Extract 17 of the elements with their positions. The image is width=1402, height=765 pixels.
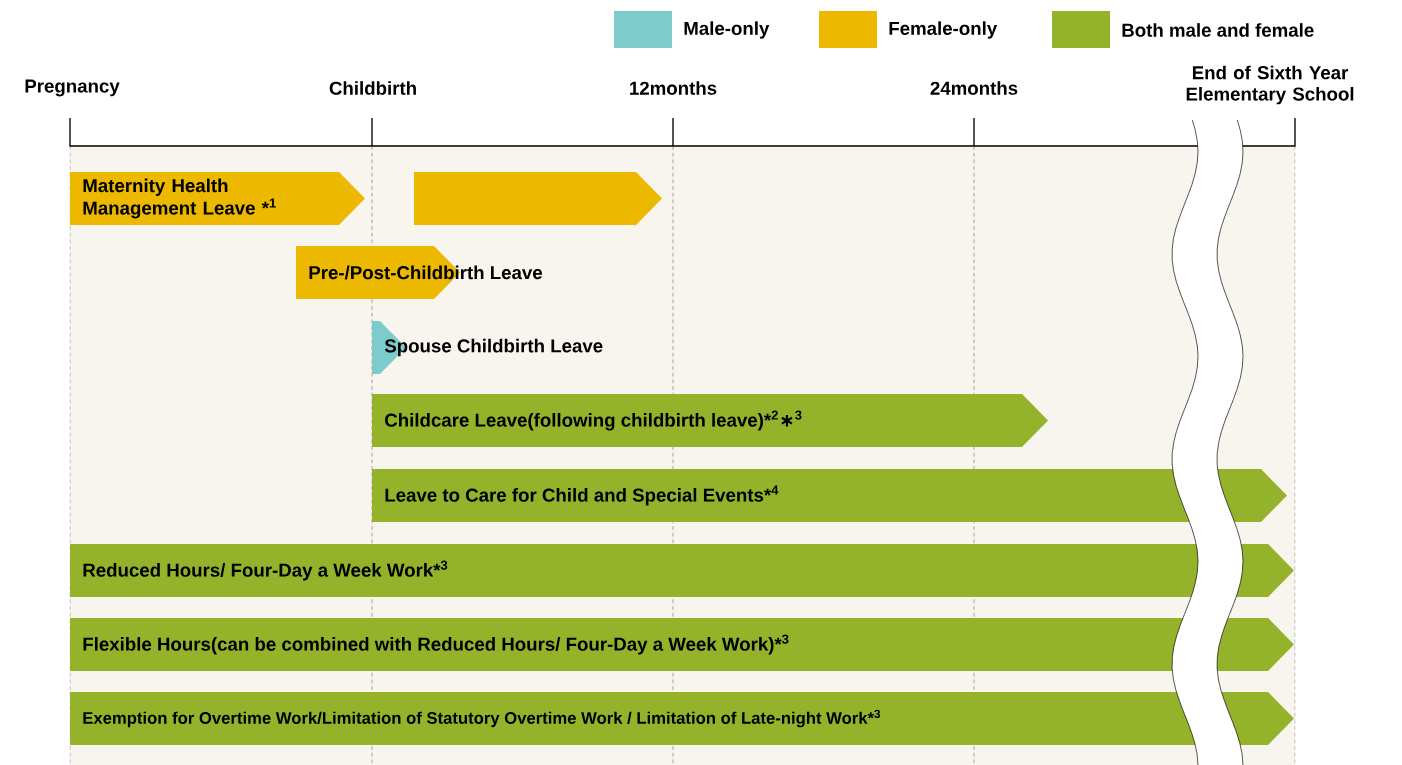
period-bar: Spouse Childbirth Leave: [372, 321, 603, 374]
period-bar: Reduced Hours/ Four-Day a Week Work*$^{3}$: [70, 544, 1294, 597]
period-bar: Maternity Health Management Leave *$^{1}$: [70, 172, 365, 225]
axis-label: 12months: [630, 81, 717, 95]
period-bar: Leave to Care for Child and Special Events*$^{4}$: [372, 469, 1287, 522]
legend-label: Both male and female: [1122, 23, 1314, 37]
period-bar: Childcare Leave(following childbirth leave)*$^{2}$∗$^{3}$: [372, 394, 1048, 447]
period-bar: [414, 172, 662, 225]
axis-label: Pregnancy: [25, 79, 120, 97]
node-label: Spouse Childbirth Leave: [384, 338, 603, 357]
period-bar: Exemption for Overtime Work/Limitation of Statutory Overtime Work / Limitation of Late-night Work*$^{3}$: [70, 692, 1294, 745]
axis-label: End of Sixth Year Elementary School: [1186, 65, 1354, 105]
legend-label: Male-only: [684, 21, 770, 39]
period-bar: Flexible Hours(can be combined with Reduced Hours/ Four-Day a Week Work)*$^{3}$: [70, 618, 1294, 671]
legend-label: Female-only: [889, 21, 998, 39]
axis-label: 24months: [930, 81, 1018, 95]
axis-label: Childbirth: [329, 81, 416, 95]
